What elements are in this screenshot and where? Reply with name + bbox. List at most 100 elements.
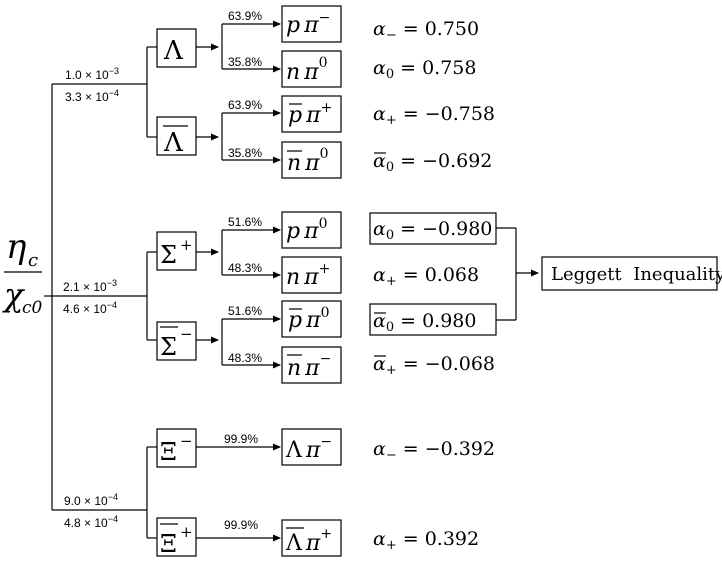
decay-br: 51.6%	[228, 215, 262, 229]
alpha-7: α0= 0.980	[369, 303, 497, 336]
parent-top-sub: c	[28, 250, 38, 271]
alpha-1: α−= 0.750	[373, 18, 479, 43]
svg-text:3.3 × 10−4: 3.3 × 10−4	[65, 88, 119, 104]
hyperon-charge: −	[180, 432, 193, 450]
hyperon-xi-minus: Ξ −	[156, 428, 197, 468]
svg-text:2.1 × 10−3: 2.1 × 10−3	[63, 278, 117, 294]
svg-text:9.0 × 10−4: 9.0 × 10−4	[64, 492, 118, 508]
branch-ratio-2: 2.1 × 10−3 4.6 × 10−4	[63, 278, 117, 316]
decay-br: 35.8%	[228, 55, 262, 69]
svg-text:α−= 0.750: α−= 0.750	[373, 18, 479, 43]
hyperon-xi-bar: Ξ +	[156, 517, 197, 558]
alpha-6: α+= 0.068	[373, 264, 479, 289]
svg-text:α0= 0.980: α0= 0.980	[373, 310, 476, 335]
alpha-3: α+= −0.758	[373, 103, 495, 128]
hyperon-charge: +	[180, 523, 193, 541]
hyperon-lambda: Λ	[156, 28, 197, 68]
decay-br: 99.9%	[224, 518, 258, 532]
ratio-upper: 1.0 × 10	[65, 68, 109, 82]
svg-text:nπ0: nπ0	[287, 146, 329, 176]
hyperon-symbol: Ξ	[160, 530, 177, 558]
svg-text:pπ0: pπ0	[288, 305, 329, 333]
svg-text:α+= 0.068: α+= 0.068	[373, 264, 479, 289]
hyperon-sigma-plus: Σ +	[156, 231, 197, 271]
svg-text:pπ0: pπ0	[286, 216, 327, 244]
svg-text:α0= 0.758: α0= 0.758	[373, 57, 476, 82]
hyperon-symbol: Λ	[163, 36, 184, 66]
parent-label: η c χ c0	[2, 227, 43, 318]
ratio-lower-exp: −4	[109, 88, 119, 98]
decay-br: 63.9%	[228, 98, 262, 112]
leggett-connector	[496, 227, 539, 321]
ratio-upper-exp: −3	[109, 66, 119, 76]
parent-bottom: χ	[2, 276, 25, 314]
svg-text:pπ−: pπ−	[286, 10, 330, 38]
alpha-2: α0= 0.758	[373, 57, 476, 82]
hyperon-symbol: Σ	[160, 241, 177, 269]
level1-lines	[44, 83, 147, 511]
decay-br: 51.6%	[228, 304, 262, 318]
hyperon-charge: −	[180, 325, 193, 343]
ratio-upper: 9.0 × 10	[64, 494, 108, 508]
svg-text:α+= −0.068: α+= −0.068	[373, 353, 495, 378]
svg-text:1.0 × 10−3: 1.0 × 10−3	[65, 66, 119, 82]
svg-text:α0= −0.980: α0= −0.980	[373, 218, 492, 243]
svg-text:α−= −0.392: α−= −0.392	[373, 438, 495, 463]
svg-text:4.8 × 10−4: 4.8 × 10−4	[64, 514, 118, 530]
alpha-9: α−= −0.392	[373, 438, 495, 463]
level3-lines	[196, 20, 281, 542]
branch-ratio-1: 1.0 × 10−3 3.3 × 10−4	[65, 66, 119, 104]
ratio-lower-exp: −4	[108, 514, 118, 524]
hyperon-sigma-bar: Σ −	[156, 321, 197, 361]
svg-text:nπ−: nπ−	[287, 351, 331, 381]
svg-text:Λπ+: Λπ+	[285, 526, 332, 556]
svg-text:α+= 0.392: α+= 0.392	[373, 528, 479, 553]
ratio-upper-exp: −3	[107, 278, 117, 288]
svg-text:nπ0: nπ0	[286, 55, 328, 85]
level2-lines	[146, 46, 157, 539]
leggett-inequality-box: Leggett Inequality	[541, 256, 722, 291]
svg-text:α0= −0.692: α0= −0.692	[373, 150, 492, 175]
decay-br: 48.3%	[228, 261, 262, 275]
alpha-10: α+= 0.392	[373, 528, 479, 553]
svg-text:pπ+: pπ+	[288, 100, 332, 128]
ratio-lower: 4.8 × 10	[64, 516, 108, 530]
ratio-upper-exp: −4	[108, 492, 118, 502]
alpha-8: α+= −0.068	[373, 353, 495, 378]
svg-text:nπ+: nπ+	[286, 261, 330, 290]
decay-br: 63.9%	[228, 9, 262, 23]
decay-br: 48.3%	[228, 351, 262, 365]
hyperon-charge: +	[180, 236, 193, 254]
svg-text:α+= −0.758: α+= −0.758	[373, 103, 495, 128]
parent-top: η	[6, 227, 27, 267]
hyperon-symbol: Λ	[163, 128, 184, 158]
decay-br: 99.9%	[224, 432, 258, 446]
hyperon-arrows	[196, 43, 219, 344]
ratio-lower-exp: −4	[107, 300, 117, 310]
ratio-lower: 4.6 × 10	[63, 302, 107, 316]
hyperon-symbol: Ξ	[160, 438, 177, 466]
alpha-4: α0= −0.692	[373, 150, 492, 175]
alpha-5: α0= −0.980	[369, 212, 497, 245]
hyperon-lambda-bar: Λ	[156, 116, 197, 158]
leggett-label: Leggett Inequality	[551, 264, 722, 285]
decay-br: 35.8%	[228, 146, 262, 160]
decay-percentages: 63.9% 35.8% 63.9% 35.8% 51.6% 48.3% 51.6…	[224, 9, 262, 532]
svg-text:4.6 × 10−4: 4.6 × 10−4	[63, 300, 117, 316]
parent-bottom-sub: c0	[22, 298, 43, 318]
hyperon-symbol: Σ	[160, 333, 177, 361]
ratio-lower: 3.3 × 10	[65, 90, 109, 104]
branch-ratio-3: 9.0 × 10−4 4.8 × 10−4	[64, 492, 118, 530]
